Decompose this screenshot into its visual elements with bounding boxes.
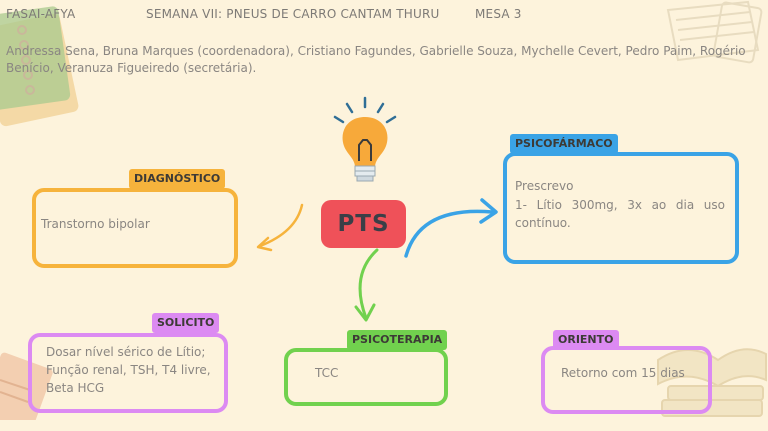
psicofarmaco-tag: PSICOFÁRMACO [510,134,618,154]
solicito-line-2: Função renal, TSH, T4 livre, [46,361,211,379]
psicofarmaco-line-1: Prescrevo [515,177,573,195]
solicito-line-1: Dosar nível sérico de Lítio; [46,343,205,361]
oriento-line-1: Retorno com 15 dias [561,364,685,382]
arrow-to-psicoterapia [360,250,377,318]
pts-center-node: PTS [321,200,406,248]
diagnostico-tag: DIAGNÓSTICO [129,169,225,189]
psicofarmaco-line-2: 1- Lítio 300mg, 3x ao dia uso contínuo. [515,196,725,232]
psicoterapia-box [284,348,448,406]
psicoterapia-tag: PSICOTERAPIA [347,330,447,350]
solicito-tag: SOLICITO [152,313,219,333]
solicito-line-3: Beta HCG [46,379,104,397]
psicoterapia-line-1: TCC [315,364,338,382]
diagnostico-line-1: Transtorno bipolar [41,215,150,233]
arrow-to-psicofarmaco [406,211,492,256]
oriento-tag: ORIENTO [553,330,619,350]
